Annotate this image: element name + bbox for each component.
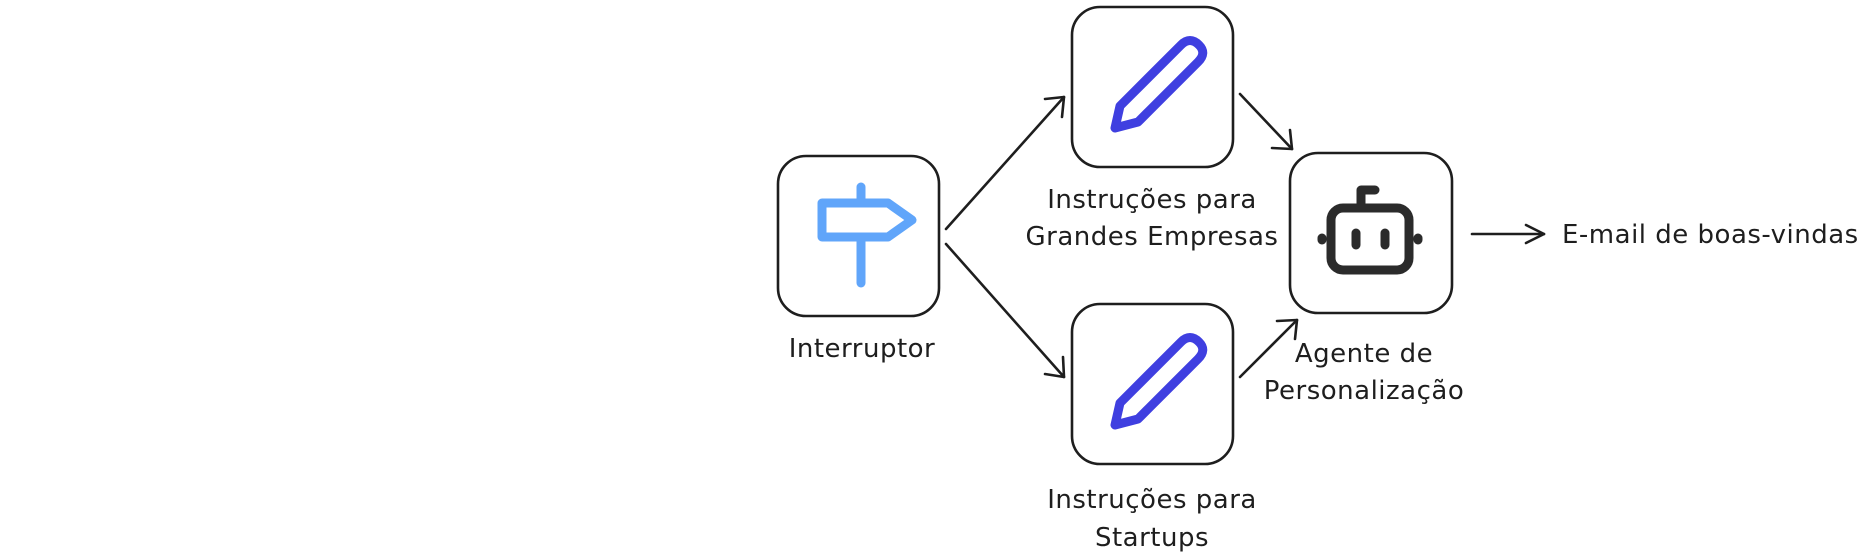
arrow-switch-to-startup (944, 242, 1066, 379)
enterprise-instructions-label-line1: Instruções para (1047, 185, 1257, 215)
personalization-agent-node[interactable]: Agente de Personalização (1264, 151, 1464, 406)
enterprise-instructions-node[interactable]: Instruções para Grandes Empresas (1026, 5, 1279, 252)
startup-instructions-label-line1: Instruções para (1047, 485, 1257, 515)
arrow-agent-to-output (1470, 223, 1546, 245)
switch-node[interactable]: Interruptor (776, 154, 941, 364)
enterprise-instructions-label-line2: Grandes Empresas (1026, 222, 1279, 252)
personalization-agent-label-line1: Agente de (1295, 339, 1433, 369)
arrow-enterprise-to-agent (1238, 92, 1294, 151)
startup-instructions-node[interactable]: Instruções para Startups (1047, 302, 1257, 553)
arrow-startup-to-agent (1238, 318, 1299, 379)
startup-instructions-label-line2: Startups (1095, 523, 1209, 553)
personalization-agent-box (1288, 151, 1454, 315)
pencil-icon (1110, 333, 1208, 430)
signpost-icon (817, 182, 917, 288)
output-label: E-mail de boas-vindas (1562, 220, 1859, 250)
personalization-agent-label-line2: Personalização (1264, 376, 1464, 406)
arrow-switch-to-enterprise (944, 95, 1066, 231)
startup-instructions-box (1070, 302, 1235, 466)
pencil-icon (1110, 36, 1208, 133)
robot-icon (1317, 185, 1423, 275)
enterprise-instructions-box (1070, 5, 1235, 169)
switch-label: Interruptor (789, 334, 936, 364)
